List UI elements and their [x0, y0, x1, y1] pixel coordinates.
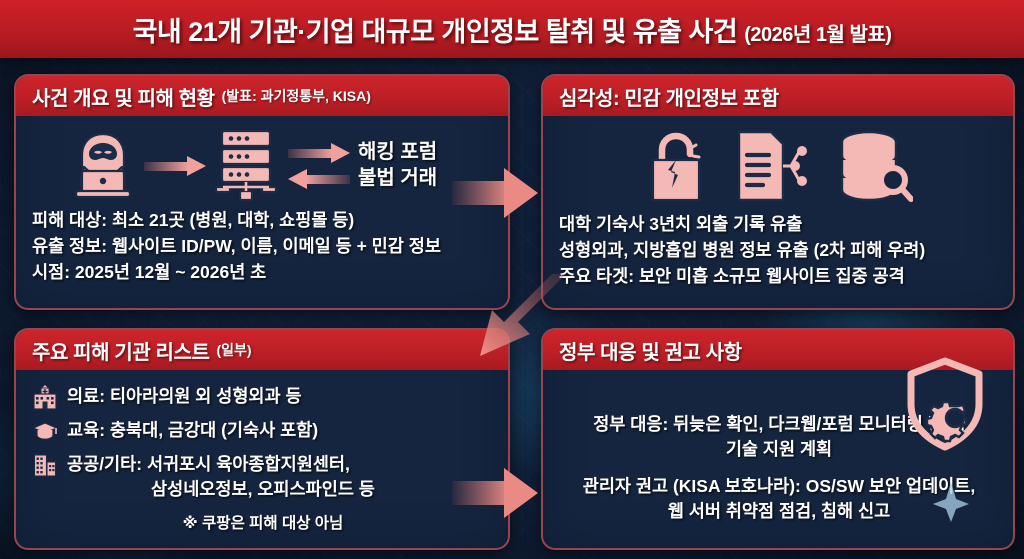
document-data-icon: [733, 127, 809, 210]
severity-icon-row: [559, 124, 999, 212]
sparkle-icon: [931, 480, 971, 529]
panel-severity: 심각성: 민감 개인정보 포함: [541, 74, 1015, 310]
severity-line-3: 주요 타겟: 보안 미흡 소규모 웹사이트 집중 공격: [559, 265, 905, 286]
panel-severity-lines: 대학 기숙사 3년치 외출 기록 유출 성형외과, 지방흡입 병원 정보 유출 …: [559, 212, 999, 290]
panel-victims-heading: 주요 피해 기관 리스트: [32, 341, 210, 364]
title-main: 국내 21개 기관·기업 대규모 개인정보 탈취 및 유출 사건: [132, 16, 738, 47]
arrow-hacker-to-server-icon: [144, 156, 206, 176]
victim-medical-text: 의료: 티아라의원 외 성형외과 등: [67, 386, 302, 406]
panel-overview-heading: 사건 개요 및 피해 현황: [32, 87, 215, 110]
list-item: 의료: 티아라의원 외 성형외과 등: [32, 384, 494, 415]
arrow-to-forum-icon: [288, 143, 350, 163]
panel-severity-header: 심각성: 민감 개인정보 포함: [543, 76, 1013, 116]
response-text-block: 정부 대응: 뒤늦은 확인, 다크웹/포럼 모니터링 강화, 기술 지원 계획 …: [559, 370, 999, 523]
hospital-icon: [32, 384, 58, 415]
response-admin-line2: 웹 서버 취약점 점검, 침해 신고: [667, 500, 891, 521]
panel-severity-heading: 심각성: 민감 개인정보 포함: [559, 87, 779, 110]
victims-footnote: ※ 쿠팡은 피해 대상 아님: [182, 515, 344, 532]
overview-line-3: 시점: 2025년 12월 ~ 2026년 초: [32, 261, 267, 282]
database-search-icon: [835, 128, 914, 209]
response-government-block: 정부 대응: 뒤늦은 확인, 다크웹/포럼 모니터링 강화, 기술 지원 계획: [559, 412, 999, 462]
connector-overview-to-severity-icon: [452, 168, 544, 218]
arrow-from-forum-icon: [288, 169, 350, 189]
panel-overview: 사건 개요 및 피해 현황 (발표: 과기정통부, KISA): [14, 74, 510, 310]
panel-victims-body: 의료: 티아라의원 외 성형외과 등 교육: 충북대, 금강대 (기숙사 포함): [16, 370, 508, 541]
panel-response: 정부 대응 및 권고 사항 정부 대응: 뒤늦은 확인, 다크웹: [541, 328, 1015, 550]
response-admin-block: 관리자 권고 (KISA 보호나라): OS/SW 보안 업데이트, 웹 서버 …: [559, 474, 999, 524]
connector-victims-to-response-icon: [452, 468, 544, 518]
forum-label-line1: 해킹 포럼: [358, 141, 438, 164]
connector-severity-to-victims-icon: [462, 270, 572, 366]
panel-overview-header: 사건 개요 및 피해 현황 (발표: 과기정통부, KISA): [16, 76, 508, 116]
graduation-cap-icon: [32, 418, 58, 449]
victim-public-text: 공공/기타: 서귀포시 육아종합지원센터, 삼성네오정보, 오피스파인드 등: [67, 452, 375, 501]
panel-response-body: 정부 대응: 뒤늦은 확인, 다크웹/포럼 모니터링 강화, 기술 지원 계획 …: [543, 357, 1013, 543]
list-item: 교육: 충북대, 금강대 (기숙사 포함): [32, 418, 494, 449]
forum-exchange-arrows: [288, 143, 350, 189]
victim-public-line1: 공공/기타: 서귀포시 육아종합지원센터,: [67, 454, 350, 474]
victim-education-text: 교육: 충북대, 금강대 (기숙사 포함): [67, 420, 319, 440]
response-admin-line1: 관리자 권고 (KISA 보호나라): OS/SW 보안 업데이트,: [582, 475, 976, 496]
hacker-laptop-icon: [70, 129, 136, 204]
severity-line-2: 성형외과, 지방흡입 병원 정보 유출 (2차 피해 우려): [559, 239, 926, 260]
broken-lock-icon: [645, 128, 707, 209]
panel-response-heading: 정부 대응 및 권고 사항: [559, 341, 742, 364]
title-bar: 국내 21개 기관·기업 대규모 개인정보 탈취 및 유출 사건 (2026년 …: [0, 0, 1024, 58]
page-title: 국내 21개 기관·기업 대규모 개인정보 탈취 및 유출 사건 (2026년 …: [133, 10, 892, 49]
title-sub: (2026년 1월 발표): [744, 23, 892, 46]
severity-line-1: 대학 기숙사 3년치 외출 기록 유출: [559, 214, 803, 234]
shield-gear-icon: [899, 356, 991, 457]
forum-label-line2: 불법 거래: [358, 167, 438, 189]
victim-public-line2: 삼성네오정보, 오피스파인드 등: [151, 478, 375, 499]
server-stack-icon: [214, 127, 278, 206]
panel-overview-body: 해킹 포럼 불법 거래 피해 대상: 최소 21곳 (병원, 대학, 쇼핑몰 등…: [16, 116, 508, 294]
forum-label: 해킹 포럼 불법 거래: [358, 140, 437, 191]
office-building-icon: [32, 452, 58, 483]
overview-line-1: 피해 대상: 최소 21곳 (병원, 대학, 쇼핑몰 등): [32, 210, 355, 230]
panel-overview-lines: 피해 대상: 최소 21곳 (병원, 대학, 쇼핑몰 등) 유출 정보: 웹사이…: [32, 208, 494, 286]
response-gov-line2: 기술 지원 계획: [725, 438, 833, 459]
attack-flow-diagram: 해킹 포럼 불법 거래: [32, 124, 494, 208]
response-gov-line1: 정부 대응: 뒤늦은 확인, 다크웹/포럼 모니터링 강화,: [593, 414, 965, 434]
overview-line-2: 유출 정보: 웹사이트 ID/PW, 이름, 이메일 등 + 민감 정보: [32, 235, 441, 256]
panel-victims-heading-note: (일부): [216, 342, 252, 358]
panel-victims: 주요 피해 기관 리스트 (일부): [14, 328, 510, 550]
list-item: 공공/기타: 서귀포시 육아종합지원센터, 삼성네오정보, 오피스파인드 등: [32, 452, 494, 501]
panel-victims-header: 주요 피해 기관 리스트 (일부): [16, 330, 508, 370]
panel-severity-body: 대학 기숙사 3년치 외출 기록 유출 성형외과, 지방흡입 병원 정보 유출 …: [543, 116, 1013, 298]
panel-overview-heading-note: (발표: 과기정통부, KISA): [221, 88, 371, 104]
